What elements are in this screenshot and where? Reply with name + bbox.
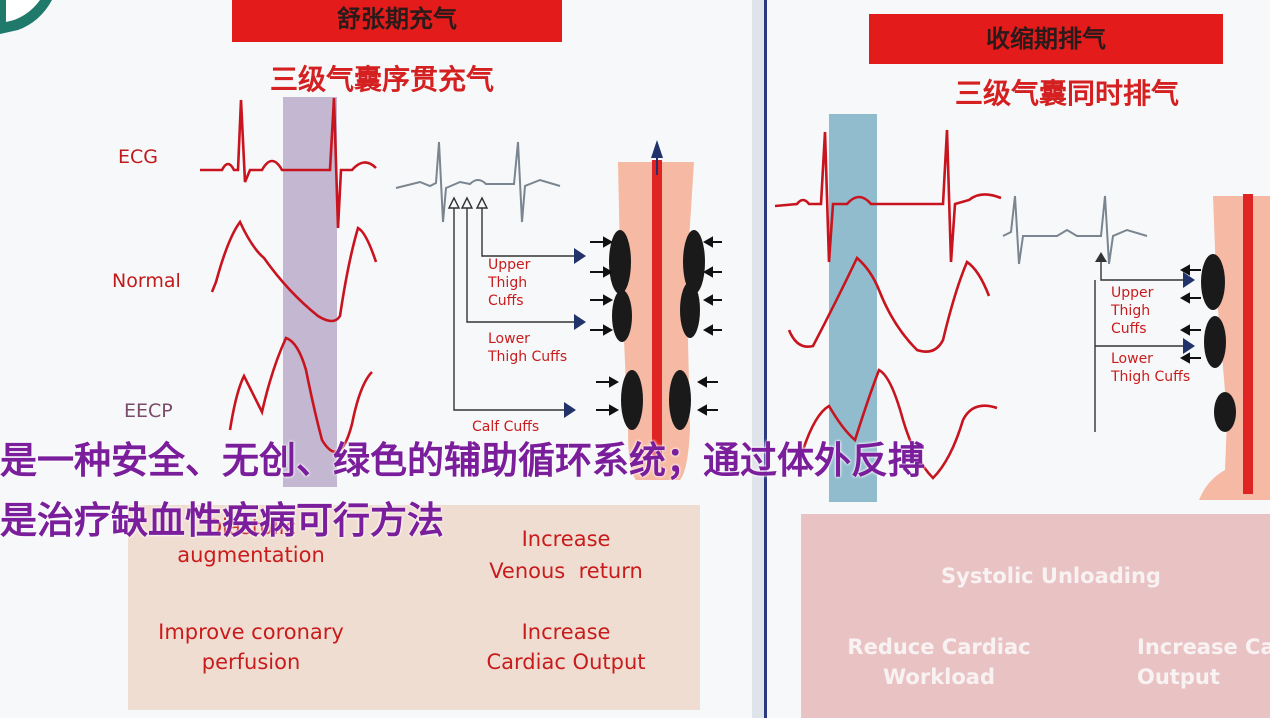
systolic-unloading-text: Systolic Unloading: [941, 564, 1161, 588]
cuff: [609, 230, 631, 294]
upper-thigh-cuffs-label: Upper Thigh Cuffs: [1111, 285, 1154, 337]
normal-label: Normal: [112, 270, 181, 292]
diastolic-banner: 舒张期充气: [232, 0, 562, 42]
diastolic-panel: 舒张期充气 三级气囊序贯充气 ECG Normal EECP Upper Thi…: [0, 0, 752, 718]
increase-cardiac-output-text: Increase Cardiac Output: [486, 620, 646, 674]
eecp-pressure-wave: [228, 336, 373, 453]
systolic-banner: 收缩期排气: [869, 14, 1223, 64]
ecg-label: ECG: [118, 146, 158, 168]
increase-cardiac-output-text: Increase Ca Output: [1137, 635, 1270, 689]
systolic-subtitle: 三级气囊同时排气: [955, 77, 1180, 110]
caption-line-1: 是一种安全、无创、绿色的辅助循环系统；通过体外反搏: [0, 439, 925, 482]
normal-pressure-wave: [787, 255, 991, 353]
eecp-pressure-wave: [801, 368, 998, 480]
improve-coronary-text: Improve coronary perfusion: [158, 620, 344, 674]
upper-thigh-cuffs-label: Upper Thigh Cuffs: [488, 257, 531, 309]
systolic-panel: 收缩期排气 三级气囊同时排气 Upper Thigh Cuffs Lower T…: [764, 0, 1270, 718]
reduce-cardiac-workload-text: Reduce Cardiac Workload: [847, 635, 1031, 689]
artery: [652, 160, 662, 460]
calf-cuffs-label: Calf Cuffs: [472, 419, 540, 435]
ecg-wave: [774, 129, 1002, 263]
lower-thigh-cuffs-label: Lower Thigh Cuffs: [488, 331, 568, 365]
caption-line-2: 是治疗缺血性疾病可行方法: [0, 499, 444, 542]
small-ecg-wave: [1002, 195, 1148, 265]
eecp-label: EECP: [124, 400, 173, 422]
normal-pressure-wave: [210, 219, 378, 323]
diastolic-augmentation-text: Diastolic augmentation: [177, 515, 325, 567]
cuff: [1201, 254, 1225, 310]
diastolic-effects-box: Diastolic augmentation Improve coronary …: [128, 505, 700, 710]
increase-venous-return-text: Increase Venous return: [489, 527, 643, 583]
lower-thigh-cuffs-label: Lower Thigh Cuffs: [1111, 351, 1191, 385]
small-ecg-wave: [395, 141, 561, 223]
systolic-diagram: [774, 114, 1270, 619]
artery: [1243, 194, 1253, 494]
diastolic-subtitle: 三级气囊序贯充气: [270, 63, 495, 96]
systolic-effects-box: Systolic Unloading Reduce Cardiac Worklo…: [801, 514, 1270, 718]
ecg-wave: [200, 97, 377, 229]
diastolic-diagram: [0, 0, 722, 613]
